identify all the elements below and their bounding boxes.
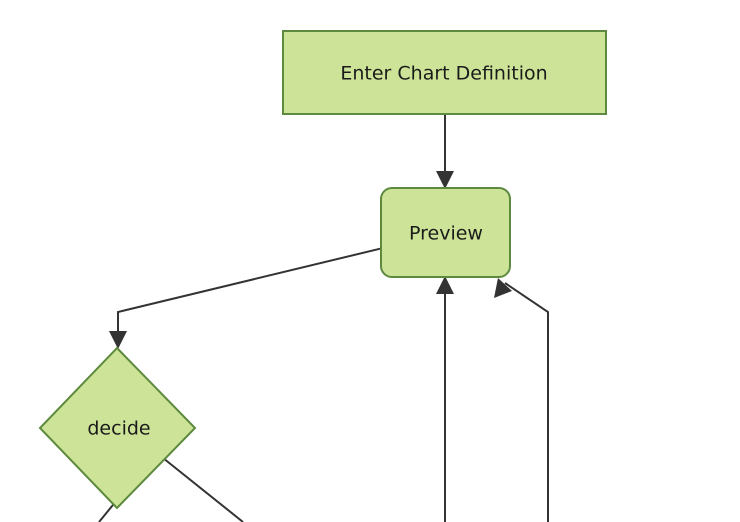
node-decide-shape[interactable] xyxy=(38,346,197,510)
edge-bottom-right-to-preview xyxy=(494,278,549,522)
node-decide[interactable]: decide xyxy=(38,346,197,510)
arrowhead-up-into-preview-center xyxy=(436,276,454,294)
edge-preview-to-decide-path xyxy=(117,247,384,340)
edge-decide-to-offscreen-right-path xyxy=(162,457,244,522)
edge-bottom-center-to-preview xyxy=(436,276,454,522)
edge-preview-to-decide xyxy=(109,247,384,349)
node-preview-shape[interactable] xyxy=(380,187,511,278)
arrowhead-down-into-decide xyxy=(109,331,127,349)
node-enter-chart-definition-shape[interactable] xyxy=(282,30,607,115)
node-enter-chart-definition[interactable]: Enter Chart Definition xyxy=(282,30,607,115)
node-preview[interactable]: Preview xyxy=(380,187,511,278)
arrowhead-up-into-preview-right xyxy=(494,278,512,298)
edge-decide-to-offscreen-right xyxy=(162,457,244,522)
arrowhead-down-into-preview xyxy=(436,171,454,189)
edge-bottom-right-to-preview-path xyxy=(504,282,549,522)
edge-enter-to-preview xyxy=(436,114,454,189)
edge-layer xyxy=(98,114,549,522)
node-layer: Enter Chart Definition Preview decide xyxy=(38,30,607,510)
